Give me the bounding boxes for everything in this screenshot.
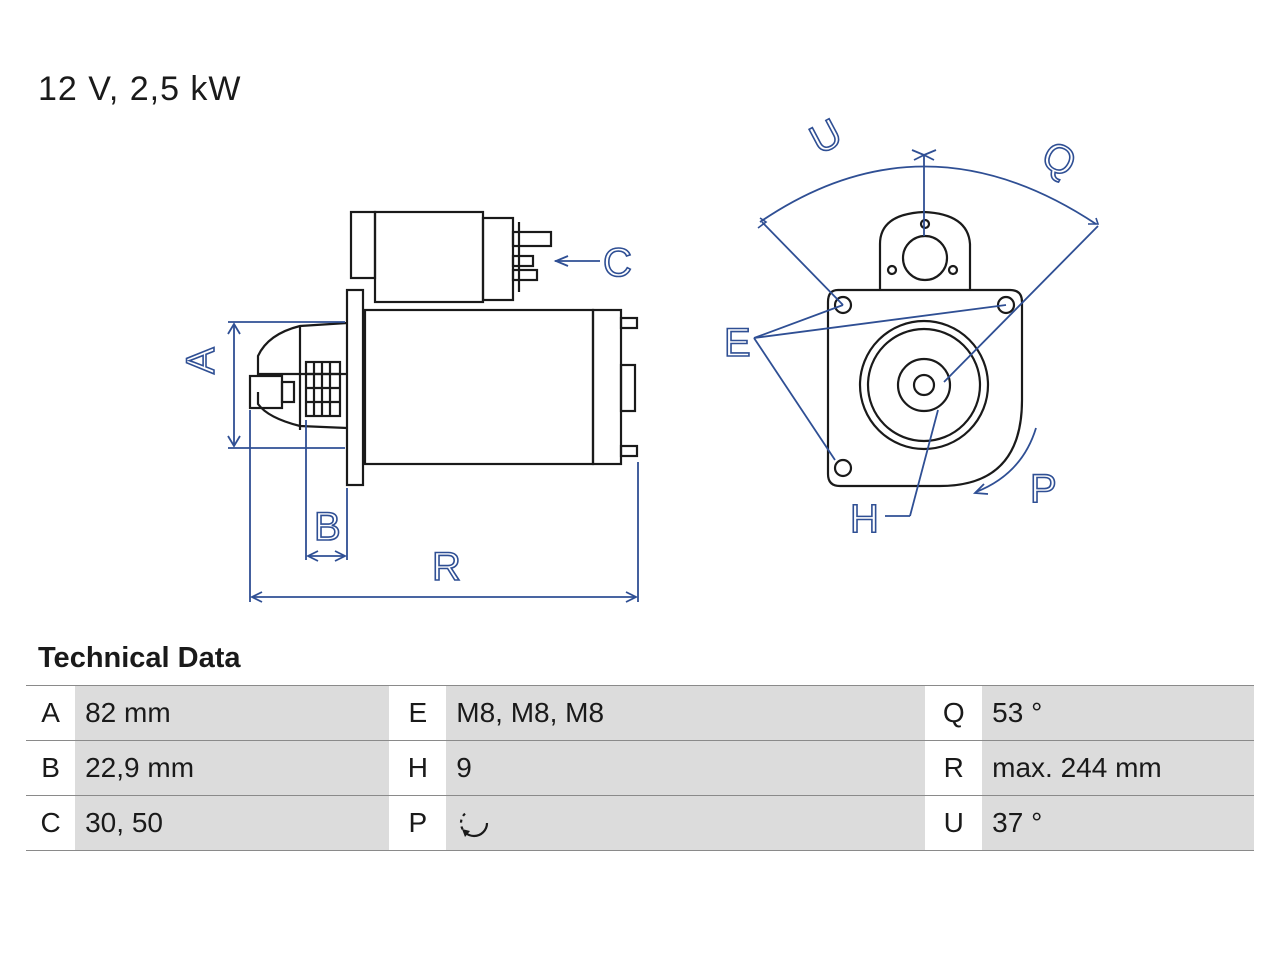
key-cell: A	[26, 685, 76, 741]
section-title: Technical Data	[38, 642, 241, 674]
key-cell: U	[925, 795, 983, 851]
label-r: R	[432, 545, 461, 589]
technical-drawing: A B C R E H P Q U	[178, 110, 1100, 603]
label-u: U	[803, 111, 849, 163]
table-row: C 30, 50 P U 37 °	[26, 795, 1254, 851]
table-row: B 22,9 mm H 9 R max. 244 mm	[26, 740, 1254, 796]
front-view-dimensions	[753, 149, 1100, 517]
key-cell: B	[26, 740, 76, 796]
key-cell: Q	[925, 685, 983, 741]
value-cell: max. 244 mm	[982, 740, 1254, 796]
dimension-labels: A B C R E H P Q U	[178, 110, 1084, 590]
label-h: H	[850, 497, 879, 541]
label-c: C	[603, 241, 632, 285]
key-cell: P	[389, 795, 447, 851]
label-a: A	[179, 347, 223, 374]
side-view	[248, 210, 639, 487]
value-cell-rotation	[446, 795, 926, 851]
value-cell: 53 °	[982, 685, 1254, 741]
table-row: A 82 mm E M8, M8, M8 Q 53 °	[26, 685, 1254, 741]
label-b: B	[314, 505, 341, 549]
side-view-dimensions	[227, 255, 639, 603]
value-cell: 9	[446, 740, 926, 796]
value-cell: 37 °	[982, 795, 1254, 851]
key-cell: H	[389, 740, 447, 796]
clockwise-rotation-icon	[460, 808, 489, 838]
front-view	[826, 210, 1024, 488]
page-title: 12 V, 2,5 kW	[38, 70, 242, 108]
key-cell: C	[26, 795, 76, 851]
label-q: Q	[1035, 133, 1083, 186]
label-e: E	[724, 321, 751, 365]
technical-data-table: A 82 mm E M8, M8, M8 Q 53 ° B 22,9 mm H …	[26, 685, 1254, 851]
value-cell: 82 mm	[75, 685, 390, 741]
key-cell: E	[389, 685, 447, 741]
value-cell: 30, 50	[75, 795, 390, 851]
label-p: P	[1030, 467, 1057, 511]
value-cell: M8, M8, M8	[446, 685, 926, 741]
value-cell: 22,9 mm	[75, 740, 390, 796]
key-cell: R	[925, 740, 983, 796]
